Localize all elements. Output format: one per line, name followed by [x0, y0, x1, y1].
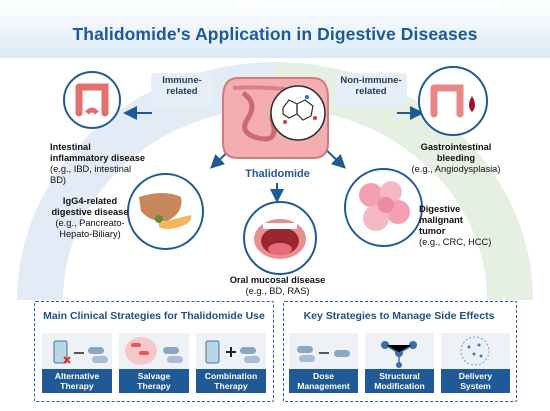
- dose-pills-icon: [297, 346, 350, 362]
- malignant-name: Digestive malignant tumor: [419, 204, 463, 236]
- gi-bleeding-name: Gastrointestinal bleeding: [420, 142, 492, 163]
- card-label: Dose Management: [289, 369, 358, 393]
- intestinal-circle: [63, 71, 121, 129]
- thalidomide-label: Thalidomide: [245, 168, 310, 180]
- oral-circle: [243, 201, 317, 275]
- intestinal-disease-name: Intestinal inflammatory disease: [50, 142, 146, 163]
- igg4-detail: (e.g., Pancreato- Hepato-Biliary): [55, 218, 125, 239]
- intestine-molecule-illustration: [222, 77, 329, 159]
- vial-to-pill-icon: [53, 340, 108, 364]
- alternative-therapy-card: Alternative Therapy: [42, 333, 112, 393]
- tumor-cells-icon: [359, 181, 410, 231]
- combination-therapy-card: Combination Therapy: [196, 333, 266, 393]
- page-title: Thalidomide's Application in Digestive D…: [72, 24, 478, 44]
- gi-bleeding-circle: [418, 66, 488, 136]
- clinical-strategies-title: Main Clinical Strategies for Thalidomide…: [43, 310, 265, 322]
- salvage-cells-icon: [125, 337, 183, 365]
- oral-name: Oral mucosal disease: [229, 275, 326, 285]
- liver-pancreas-icon: [139, 193, 192, 229]
- colon-blood-drop-icon: [430, 84, 475, 118]
- delivery-system-card: Delivery System: [441, 333, 510, 393]
- nanoparticle-icon: [460, 336, 490, 366]
- title-background: [0, 0, 550, 58]
- malignant-detail: (e.g., CRC, HCC): [419, 237, 492, 247]
- gi-bleeding-detail: (e.g., Angiodysplasia): [411, 164, 501, 174]
- clinical-strategies-panel: [34, 301, 274, 402]
- open-mouth-icon: [254, 219, 306, 259]
- malignant-label: Digestive malignant tumor (e.g., CRC, HC…: [419, 204, 539, 248]
- structural-modification-card: Structural Modification: [365, 333, 434, 393]
- vial-plus-pill-icon: [205, 340, 260, 364]
- intestinal-disease-detail: (e.g., IBD, intestinal BD): [50, 164, 132, 185]
- gi-bleeding-label: Gastrointestinal bleeding (e.g., Angiody…: [386, 142, 526, 175]
- oral-label: Oral mucosal disease (e.g., BD, RAS): [200, 275, 355, 297]
- non-immune-related-tag: Non-immune- related: [335, 73, 407, 107]
- card-label: Combination Therapy: [196, 369, 266, 393]
- dose-management-card: Dose Management: [289, 333, 358, 393]
- igg4-label: IgG4-related digestive disease (e.g., Pa…: [35, 196, 145, 240]
- oral-detail: (e.g., BD, RAS): [245, 286, 310, 296]
- igg4-name: IgG4-related digestive disease: [51, 196, 129, 217]
- card-label: Structural Modification: [365, 369, 434, 393]
- card-label: Delivery System: [441, 369, 510, 393]
- salvage-therapy-card: Salvage Therapy: [119, 333, 189, 393]
- card-label: Salvage Therapy: [119, 369, 189, 393]
- intestinal-disease-label: Intestinal inflammatory disease (e.g., I…: [50, 142, 160, 186]
- molecule-structure-icon: [381, 341, 417, 368]
- inflamed-colon-icon: [75, 83, 109, 117]
- side-effects-panel: [283, 301, 517, 402]
- immune-related-tag: Immune- related: [151, 73, 213, 107]
- side-effects-title: Key Strategies to Manage Side Effects: [303, 310, 495, 322]
- igg4-circle: [127, 173, 204, 250]
- card-label: Alternative Therapy: [42, 369, 112, 393]
- malignant-circle: [344, 168, 423, 247]
